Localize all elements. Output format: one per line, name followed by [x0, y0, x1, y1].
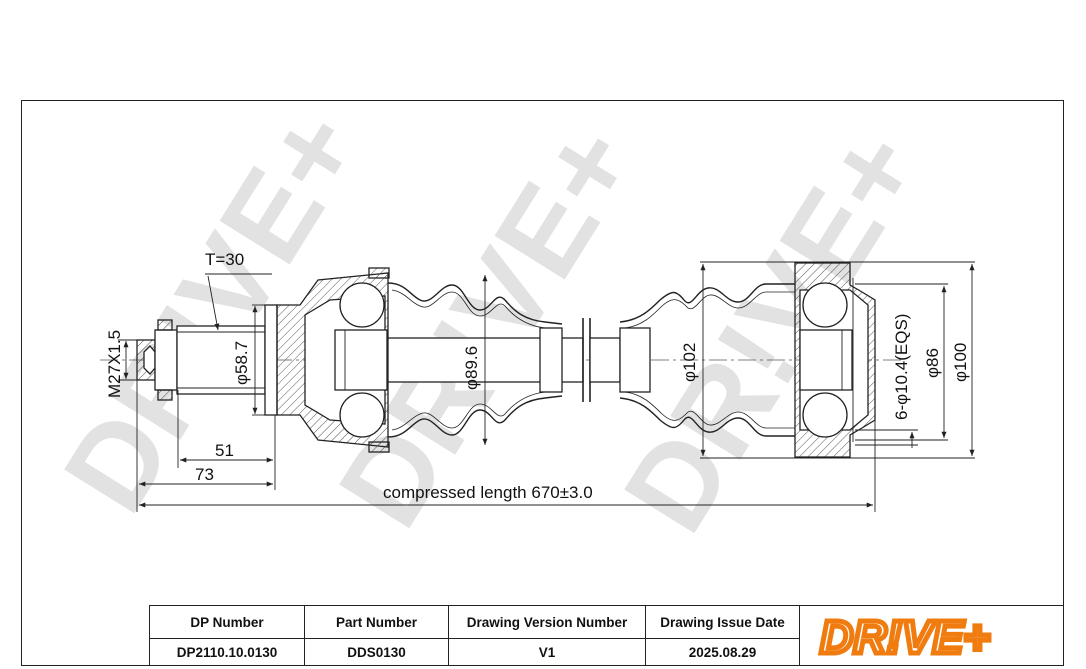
dp-number-column: DP Number DP2110.10.0130 — [150, 606, 305, 665]
left-boot — [387, 282, 563, 438]
issue-date-header: Drawing Issue Date — [646, 606, 799, 639]
dia-102-label: φ102 — [680, 343, 699, 382]
part-number-column: Part Number DDS0130 — [305, 606, 449, 665]
logo-cell: DR!VE+ — [800, 606, 1063, 665]
dia-58-7-label: φ58.7 — [232, 341, 251, 385]
dp-number-value: DP2110.10.0130 — [176, 644, 278, 660]
len-73-label: 73 — [195, 465, 214, 484]
dimension-texts: M27X1.5 T=30 φ58.7 φ89.6 φ102 6-φ10.4(EQ… — [105, 250, 970, 502]
thread-label: M27X1.5 — [105, 330, 124, 398]
issue-date-column: Drawing Issue Date 2025.08.29 — [646, 606, 800, 665]
brand-logo-text: DR!VE+ — [820, 611, 990, 661]
left-cv-joint — [276, 267, 390, 453]
bolt-holes-label: 6-φ10.4(EQS) — [892, 314, 911, 420]
compressed-length-label: compressed length 670±3.0 — [383, 483, 593, 502]
right-cv-joint — [794, 262, 876, 458]
len-51-label: 51 — [215, 441, 234, 460]
dia-86-label: φ86 — [923, 348, 942, 378]
dimension-lines — [118, 261, 975, 512]
part-number-value: DDS0130 — [347, 644, 406, 660]
issue-date-value: 2025.08.29 — [688, 644, 757, 660]
dia-89-6-label: φ89.6 — [462, 346, 481, 390]
right-boot — [619, 283, 795, 437]
left-stub-shaft — [136, 304, 278, 416]
title-block: DP Number DP2110.10.0130 Part Number DDS… — [149, 605, 1064, 666]
part-number-header: Part Number — [305, 606, 448, 639]
drawing-frame — [21, 100, 1064, 666]
teeth-label: T=30 — [205, 250, 244, 269]
dp-number-header: DP Number — [150, 606, 304, 639]
brand-logo: DR!VE+ — [817, 611, 992, 661]
version-header: Drawing Version Number — [449, 606, 645, 639]
dia-100-label: φ100 — [951, 343, 970, 382]
version-value: V1 — [538, 644, 556, 660]
version-column: Drawing Version Number V1 — [449, 606, 646, 665]
